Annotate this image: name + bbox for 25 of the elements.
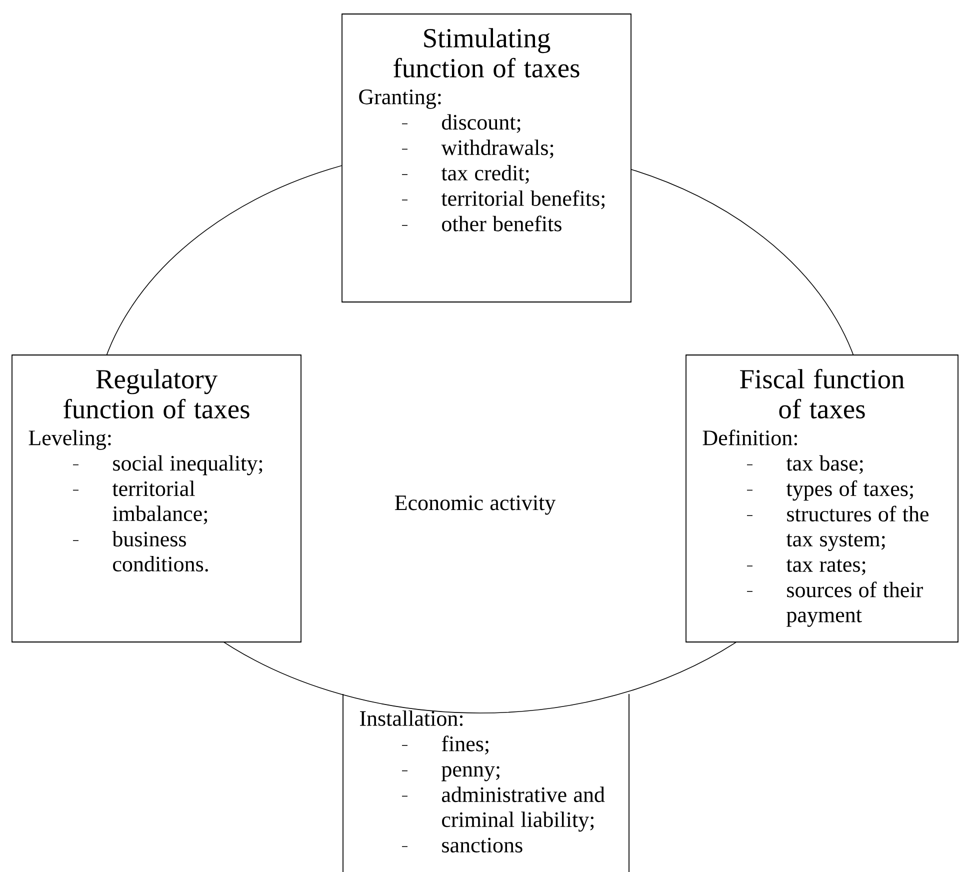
list-item: tax credit; — [441, 165, 529, 184]
box-heading: Regulatory function of taxes — [64, 369, 250, 418]
list-item: penny; — [442, 766, 500, 782]
box-heading: Stimulating function of taxes — [394, 28, 580, 78]
list-item: social inequality; — [113, 455, 262, 476]
box-heading: Fiscal function of taxes — [740, 368, 904, 418]
list-item: business conditions. — [112, 531, 208, 572]
list-item: territorial benefits; — [441, 190, 605, 210]
list-item: discount; — [442, 114, 520, 133]
list-item: types of taxes; — [786, 480, 913, 501]
list-item: fines; — [442, 736, 488, 754]
list-item: withdrawals; — [441, 140, 554, 158]
list-item: tax base; — [786, 455, 863, 474]
list-item: other benefits — [442, 216, 562, 232]
list-lead: Installation: — [360, 710, 463, 726]
list-item: administrative and criminal liability; — [442, 786, 605, 832]
list-item: tax rates; — [786, 559, 866, 576]
list-item: sanctions — [442, 838, 522, 853]
list-lead: Granting: — [359, 90, 441, 109]
list-lead: Leveling: — [28, 430, 111, 450]
list-item: territorial imbalance; — [112, 480, 208, 524]
center-label: Economic activity — [394, 495, 556, 515]
list-item: structures of the tax system; — [786, 506, 928, 552]
list-lead: Definition: — [702, 430, 797, 446]
list-item: sources of their payment — [786, 582, 923, 627]
